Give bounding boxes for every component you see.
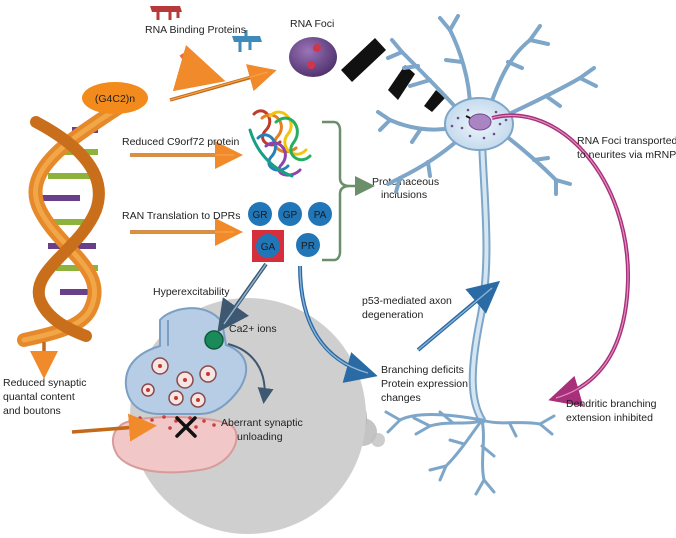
rbp-curved-arrow [172,45,226,92]
reduced-synaptic-label-line2: quantal content [3,391,75,403]
ran-translation-label: RAN Translation to DPRs [122,210,240,222]
ca-ions-label: Ca2+ ions [229,323,277,335]
dendritic-label-line1: Dendritic branching [566,398,657,410]
dendritic-label-line2: extension inhibited [566,412,653,424]
inclusion-bracket [322,120,351,262]
dpr-pa-label: PA [314,210,327,221]
reduced-c9orf72-label: Reduced C9orf72 protein [122,136,239,148]
rna-binding-proteins-label: RNA Binding Proteins [145,24,246,36]
dpr-pa [308,202,332,226]
dpr-gp [278,202,302,226]
reduced-synaptic-label-line3: and boutons [3,405,61,417]
dpr-pr-label: PR [301,241,315,252]
blocked-x-icon [175,416,197,438]
rna-binding-protein-icon [150,6,262,52]
branching-label-line2: Protein expression [381,378,468,390]
zoom-indicator-bars [341,38,445,112]
synapse-illustration [112,307,248,474]
p53-label-line1: p53-mediated axon [362,295,452,307]
aberrant-label-line1: Aberrant synaptic [221,417,303,429]
dpr-pr [296,233,320,257]
hyperexcitability-label: Hyperexcitability [153,286,230,298]
dpr-ga [256,234,280,258]
rna-foci-icon [289,37,337,77]
proteinaceous-label-line2: inclusions [381,189,427,201]
dpr-ga-label: GA [261,242,276,253]
reduced-synaptic-label-line1: Reduced synaptic [3,377,86,389]
branching-label-line3: changes [381,392,421,404]
dpr-gr [248,202,272,226]
g4c2-label: (G4C2)n [95,93,135,105]
dpr-gr-label: GR [253,210,268,221]
ca-ion-icon [204,330,224,350]
soma-foci-dots [450,108,508,140]
ca-to-unloading-arrow [227,343,274,404]
dpr-gp-label: GP [283,210,298,221]
proteinaceous-label-line1: Proteinaceous [372,176,439,188]
branching-label-line1: Branching deficits [381,364,464,376]
pathway-arrows [30,64,277,442]
synaptic-vesicles [141,357,217,408]
dna-helix-icon [17,101,125,347]
c9orf72-protein-icon [248,109,312,178]
rna-foci-label: RNA Foci [290,18,334,30]
neuron-illustration [376,14,598,496]
g4c2-repeat-badge [82,82,148,114]
foci-transport-label-line2: to neurites via mRNP [577,149,676,161]
foci-transport-label-line1: RNA Foci transported [577,135,676,147]
aberrant-label-line2: unloading [237,431,283,443]
dpr-group: GR GP PA GA PR [248,202,332,262]
neuron-nucleus [468,113,492,131]
p53-label-line2: degeneration [362,309,423,321]
